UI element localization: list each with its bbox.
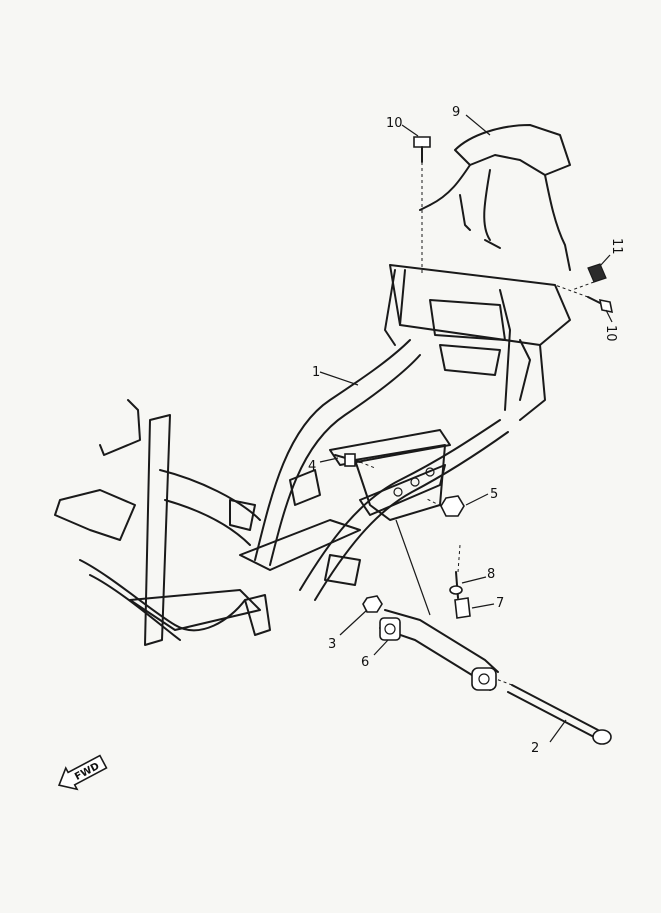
callout-9: 9	[452, 105, 460, 120]
callout-10-upper: 10	[386, 116, 403, 131]
callout-10-right: 10	[603, 325, 618, 342]
collar-7	[454, 597, 471, 619]
callout-11: 11	[609, 238, 624, 255]
long-bolt	[507, 684, 612, 745]
nut-5	[440, 495, 465, 517]
nut-3	[362, 595, 383, 613]
bolt-8	[449, 571, 463, 599]
engine-mount-link	[379, 609, 499, 691]
main-frame	[54, 264, 571, 646]
callout-7: 7	[496, 596, 504, 611]
callouts: 1 2 3 4 5 6 7 8 9 10 10 11	[308, 105, 624, 756]
rear-carrier	[419, 124, 571, 271]
leader-lines	[319, 114, 613, 743]
fwd-arrow-icon	[57, 754, 108, 791]
fwd-direction-badge: FWD	[57, 754, 108, 791]
callout-5: 5	[490, 487, 498, 502]
callout-1: 1	[312, 365, 320, 380]
callout-6: 6	[361, 655, 369, 670]
callout-2: 2	[531, 741, 539, 756]
callout-3: 3	[328, 637, 336, 652]
bolt-10-upper	[413, 136, 431, 163]
assembly-lines	[359, 162, 595, 686]
callout-4: 4	[308, 459, 316, 474]
bolt-10-right	[587, 296, 614, 314]
stud-bolt-4	[334, 453, 361, 467]
cap-11	[587, 263, 607, 283]
callout-8: 8	[487, 567, 495, 582]
